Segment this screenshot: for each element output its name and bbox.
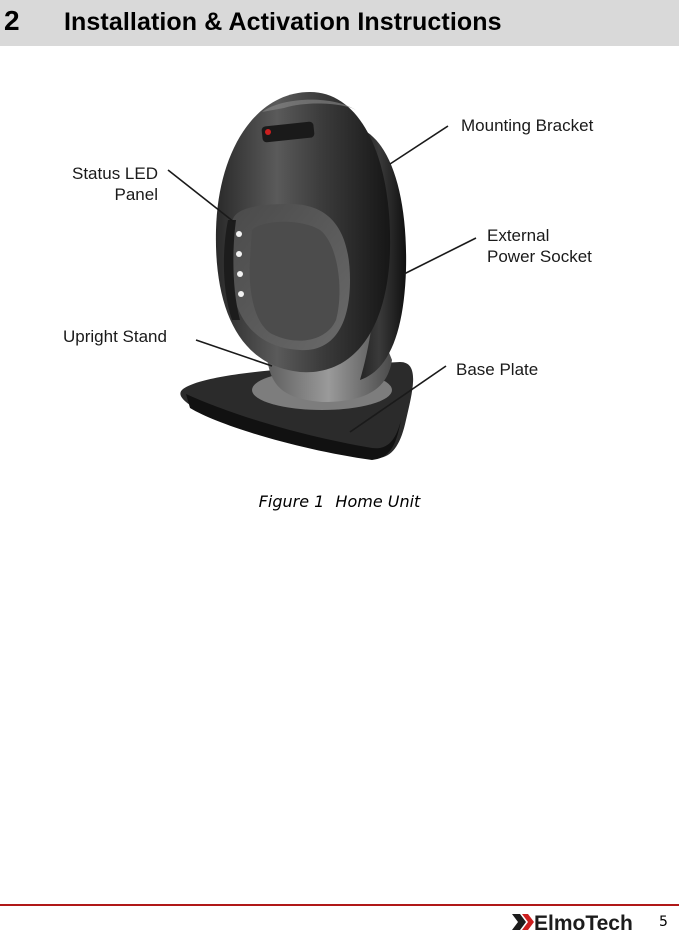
- leader-line-status-led: [167, 169, 235, 223]
- status-led-panel: [236, 231, 244, 297]
- label-status-led: Status LED Panel: [40, 163, 158, 205]
- status-led: [238, 291, 244, 297]
- home-unit-figure: Status LED Panel Mounting Bracket Extern…: [0, 80, 679, 480]
- footer-rule: [0, 904, 679, 906]
- home-unit-illustration: [167, 92, 477, 460]
- leader-line-upright-stand: [195, 339, 273, 367]
- label-status-led-line1: Status LED: [72, 164, 158, 183]
- elmotech-logo: ElmoTech: [512, 912, 633, 935]
- status-led: [236, 231, 242, 237]
- status-led: [237, 271, 243, 277]
- label-upright-stand: Upright Stand: [63, 327, 167, 346]
- figure-caption: Figure 1 Home Unit: [0, 491, 679, 513]
- caption-label: Figure 1: [258, 492, 325, 511]
- page-number: 5: [659, 914, 668, 930]
- label-status-led-line2: Panel: [114, 185, 158, 204]
- label-base-plate: Base Plate: [456, 360, 539, 379]
- label-mounting-bracket: Mounting Bracket: [461, 116, 594, 135]
- leader-line-base-plate: [349, 365, 447, 433]
- label-external-line2: Power Socket: [487, 247, 592, 266]
- device-body: [215, 92, 391, 373]
- leader-line-external-power: [403, 237, 477, 275]
- label-external-line1: External: [487, 226, 550, 245]
- status-led: [236, 251, 242, 257]
- caption-text: Home Unit: [335, 492, 421, 511]
- elmotech-logo-text: ElmoTech: [534, 912, 633, 935]
- section-number: 2: [4, 5, 20, 36]
- leader-line-mounting-bracket: [389, 125, 449, 165]
- section-header: 2 Installation & Activation Instructions: [0, 0, 679, 46]
- section-title: Installation & Activation Instructions: [64, 8, 502, 36]
- label-external-power-socket: External Power Socket: [487, 225, 592, 267]
